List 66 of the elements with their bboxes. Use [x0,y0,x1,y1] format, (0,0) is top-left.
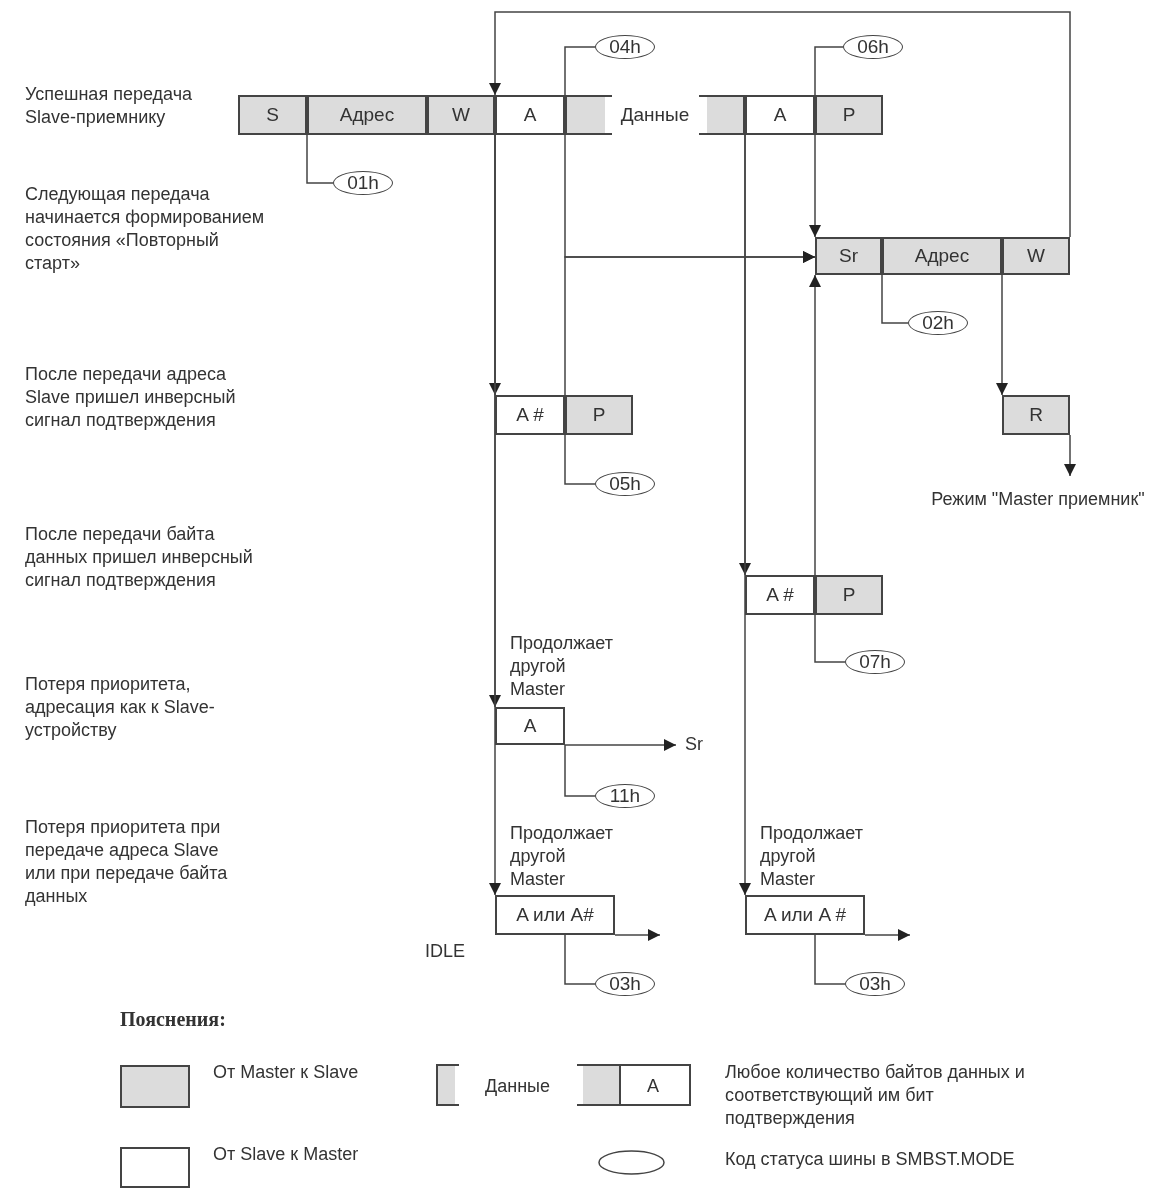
legend-text: От Slave к Master [213,1143,360,1166]
status-code-ellipse: 07h [845,650,905,674]
arrow [809,274,821,576]
row-description: После передачи адреса Slave пришел инверсный сигнал подтверждения [25,363,237,432]
status-code-ellipse: 11h [595,784,655,808]
arrow [489,134,501,896]
bit-field-box: W [1002,237,1070,275]
arrow [614,929,661,941]
arrow [489,11,1071,238]
state-label: Режим "Master приемник" [915,476,1161,522]
bit-field-box: A или A # [745,895,865,935]
legend-text: От Master к Slave [213,1061,360,1084]
bit-field-box: A [495,95,565,135]
arrow [809,134,821,238]
leader-line [814,934,846,985]
row-description: Потеря приоритета, адресация как к Slave-устройству [25,673,216,742]
leader-line [814,46,844,96]
legend-heading: Пояснения: [120,1008,226,1031]
bit-field-box: P [565,395,633,435]
legend-text: Код статуса шины в SMBST.MODE [725,1148,1016,1171]
row-description: Успешная передача Slave-приемнику [25,83,194,129]
arrow [996,274,1008,396]
bit-field-box: Sr [815,237,882,275]
status-code-ellipse: 05h [595,472,655,496]
bit-field-box: W [427,95,495,135]
arrow [564,739,677,751]
bit-field-box: A # [495,395,565,435]
leader-line [564,934,596,985]
arrow [1064,434,1076,477]
legend-text: Любое количество байтов данных и соответствующий им бит подтверждения [725,1061,1026,1130]
bit-field-box: A # [745,575,815,615]
bit-field-box: A или A# [495,895,615,935]
arrow [864,929,911,941]
status-code-ellipse: 03h [595,972,655,996]
leader-line [564,434,596,485]
leader-line [814,614,846,663]
arrow [739,134,751,896]
bit-field-box: S [238,95,307,135]
leader-line [306,134,334,184]
row-description: Потеря приоритета при передаче адреса Slave или при передаче байта данных [25,816,229,908]
bit-field-box: A [495,707,565,745]
leader-line [564,46,596,96]
status-code-ellipse: 02h [908,311,968,335]
legend-sample-text: Данные [485,1075,551,1098]
row-description: После передачи байта данных пришел инверсный сигнал подтверждения [25,523,254,592]
status-code-ellipse: 06h [843,35,903,59]
row-description: Следующая передача начинается формированием состояния «Повторный старт» [25,183,265,275]
status-code-ellipse: 04h [595,35,655,59]
state-label: IDLE [425,940,466,963]
status-code-ellipse: 01h [333,171,393,195]
note-text: Продолжает другой Master [510,632,613,701]
note-text: Продолжает другой Master [760,822,863,891]
bit-field-box: Адрес [307,95,427,135]
note-text: Продолжает другой Master [510,822,613,891]
bit-field-box: P [815,95,883,135]
bit-field-box: A [745,95,815,135]
bit-field-box: Адрес [882,237,1002,275]
status-code-ellipse: 03h [845,972,905,996]
data-field-box: Данные [565,95,745,135]
bit-field-box: R [1002,395,1070,435]
bit-field-box: P [815,575,883,615]
arrow [564,251,816,396]
leader-line [881,274,909,324]
state-label: Sr [676,731,712,757]
leader-line [564,744,596,797]
legend-sample-text: A [647,1075,659,1098]
